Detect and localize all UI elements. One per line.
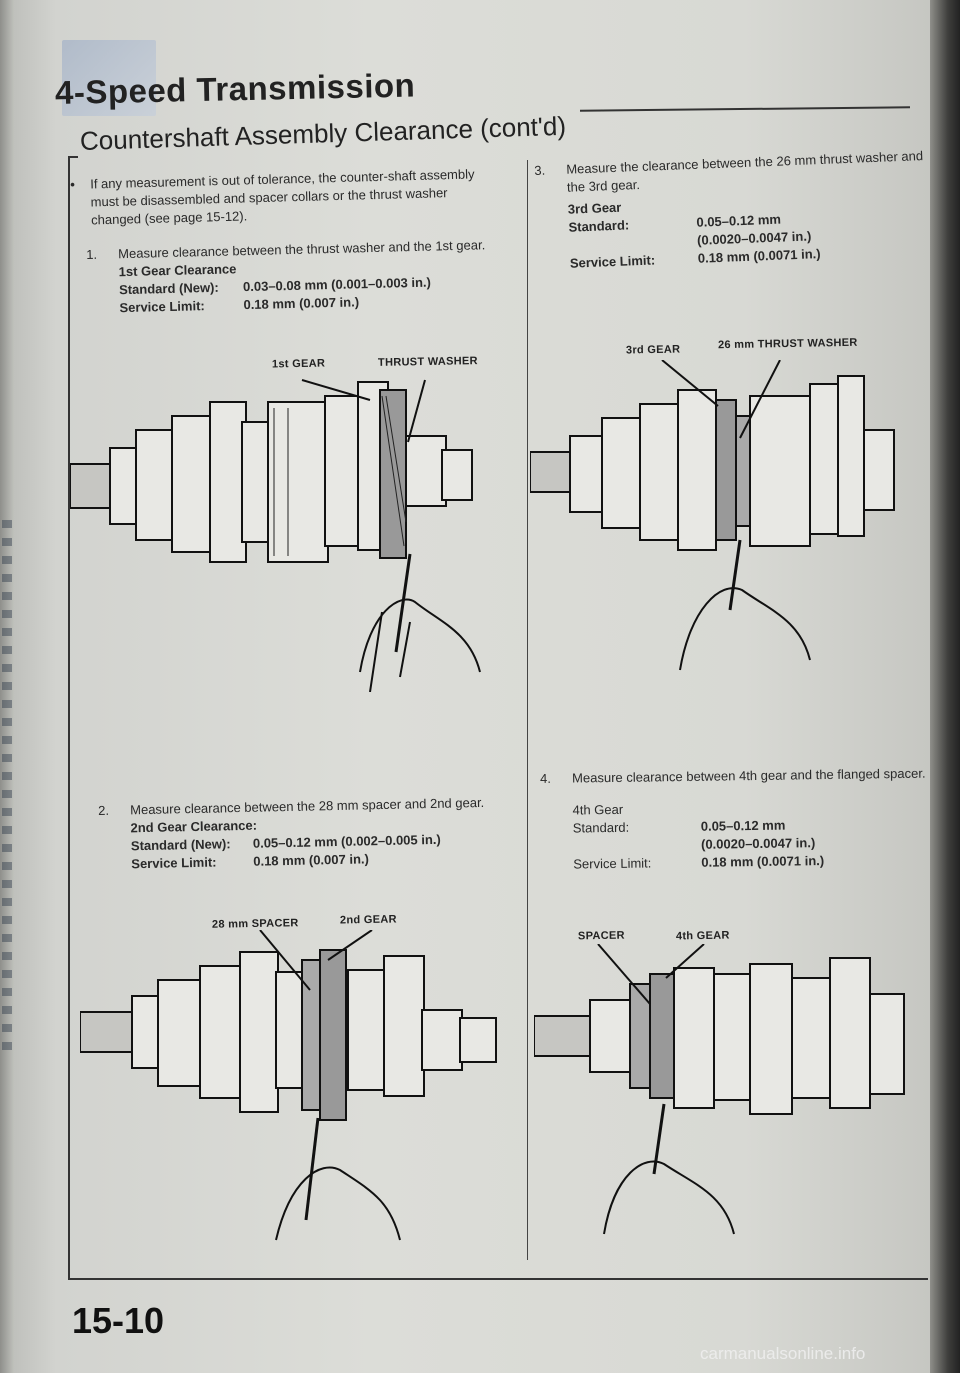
figure-label: 1st GEAR [271, 357, 326, 371]
column-divider [527, 160, 528, 1260]
step-number: 4. [540, 770, 552, 786]
countershaft-figure-4 [534, 944, 905, 1235]
page-title: 4-Speed Transmission [54, 66, 416, 111]
watermark: carmanualsonline.info [700, 1344, 866, 1363]
countershaft-figure-3 [530, 360, 895, 671]
step-number: 2. [98, 802, 110, 818]
step-2: 2. Measure clearance between the 28 mm s… [98, 794, 499, 874]
spec-label: Service Limit: [119, 298, 205, 316]
section-logo-icon [62, 40, 156, 116]
figure-label: 26 mm THRUST WASHER [717, 336, 858, 352]
spec-label: Service Limit: [573, 855, 652, 872]
figure-label: SPACER [577, 929, 625, 943]
figure-label: 4th GEAR [675, 929, 730, 943]
left-page-edge [0, 0, 14, 1373]
figure-label: THRUST WASHER [377, 355, 478, 369]
book-spine [930, 0, 960, 1373]
spec-value: 0.18 mm (0.007 in.) [253, 851, 370, 869]
manual-page [0, 0, 930, 1373]
step-number: 1. [86, 246, 98, 262]
figure-label: 2nd GEAR [339, 913, 397, 927]
step-4: 4. Measure clearance between 4th gear an… [540, 765, 931, 874]
intro-note: • If any measurement is out of tolerance… [70, 165, 491, 230]
spec-label: Service Limit: [131, 854, 217, 872]
spec-value: 0.18 mm (0.0071 in.) [701, 853, 825, 870]
step-text: Measure clearance between 4th gear and t… [572, 765, 926, 786]
frame-left-rule [68, 156, 70, 1278]
figure-label: 28 mm SPACER [211, 917, 299, 931]
spec-title: 4th Gear [572, 801, 624, 818]
bullet-icon: • [70, 176, 75, 192]
intro-text: If any measurement is out of tolerance, … [90, 166, 475, 228]
frame-corner [68, 156, 78, 158]
step-number: 3. [534, 162, 546, 178]
countershaft-figure-1 [70, 379, 481, 692]
spec-value: 0.18 mm (0.007 in.) [243, 294, 360, 313]
page-number: 15-10 [72, 1300, 165, 1341]
step-1: 1. Measure clearance between the thrust … [86, 236, 488, 318]
step-3: 3. Measure the clearance between the 26 … [534, 147, 928, 274]
spec-label: Standard: [572, 819, 630, 836]
countershaft-figure-2 [80, 930, 497, 1241]
figure-label: 3rd GEAR [625, 343, 681, 357]
bleed-through-marks [2, 520, 12, 1050]
frame-bottom-rule [68, 1278, 928, 1280]
